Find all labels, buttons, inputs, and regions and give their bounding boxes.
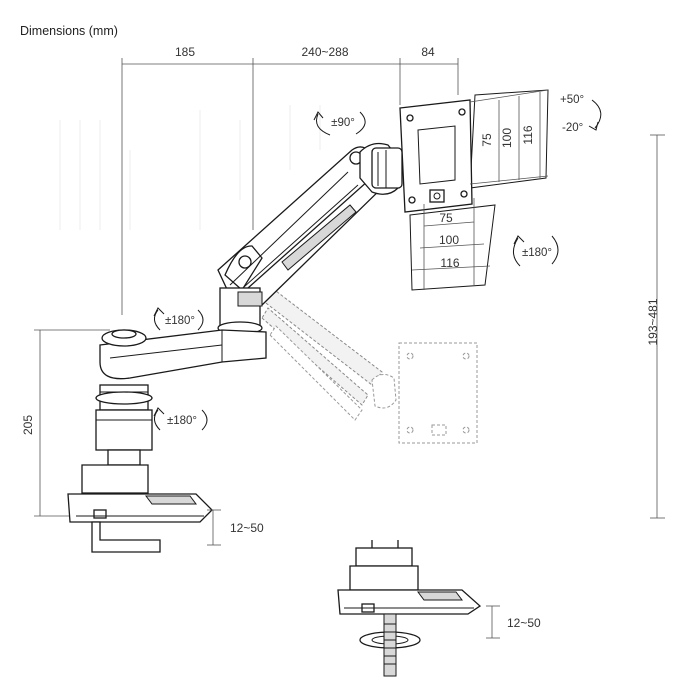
- diagram-title: Dimensions (mm): [20, 24, 118, 38]
- swivel-arm-label: ±180°: [165, 315, 195, 327]
- vesa-right-75: 75: [480, 133, 494, 147]
- rotation-badge-pole: [153, 407, 208, 431]
- clamp-dimension-line-2: [486, 605, 500, 639]
- tilt-arc: [588, 99, 602, 131]
- vesa-right-dimension-lines: [469, 89, 549, 185]
- desk-clamp-base: [67, 464, 213, 553]
- dim-240-288-label: 240~288: [301, 45, 348, 59]
- clamp-range-1-label: 12~50: [230, 521, 264, 535]
- elbow-joint: [217, 287, 263, 335]
- rotation-badge-swivel-right: [513, 235, 559, 267]
- swivel-head-label: ±180°: [522, 247, 552, 259]
- tilt-up-label: +50°: [560, 94, 584, 106]
- vesa-bottom-75: 75: [439, 211, 453, 225]
- vesa-right-100: 100: [500, 128, 514, 148]
- top-dimension-lines: [121, 58, 459, 315]
- vesa-right-116: 116: [521, 125, 535, 144]
- height-dimension-line: [650, 134, 665, 519]
- rotation-badge-arm: [153, 307, 204, 331]
- rotate-90-label: ±90°: [331, 117, 355, 129]
- base-height-dimension-line: [34, 329, 110, 517]
- desk-clamp-bolt-through: [337, 540, 482, 677]
- vesa-bottom-116: 116: [440, 256, 459, 270]
- swivel-pole-label: ±180°: [167, 415, 197, 427]
- clamp-range-2-label: 12~50: [507, 616, 541, 630]
- ghost-arm-lower-position: [261, 287, 478, 444]
- dim-193-481-label: 193~481: [646, 298, 660, 345]
- rotation-badge-head: [313, 111, 366, 136]
- dim-84-label: 84: [421, 45, 435, 59]
- vesa-bottom-100: 100: [439, 233, 459, 247]
- tilt-down-label: -20°: [562, 122, 583, 134]
- dim-185-label: 185: [175, 45, 195, 59]
- tilt-joint: [359, 142, 403, 195]
- clamp-dimension-line-1: [207, 509, 221, 546]
- background-contours: [59, 105, 321, 230]
- pole: [95, 384, 153, 466]
- vesa-bottom-dimension-lines: [411, 198, 491, 290]
- lower-arm: [99, 329, 267, 380]
- dim-205-label: 205: [21, 415, 35, 435]
- vesa-mount-plate: [399, 99, 473, 213]
